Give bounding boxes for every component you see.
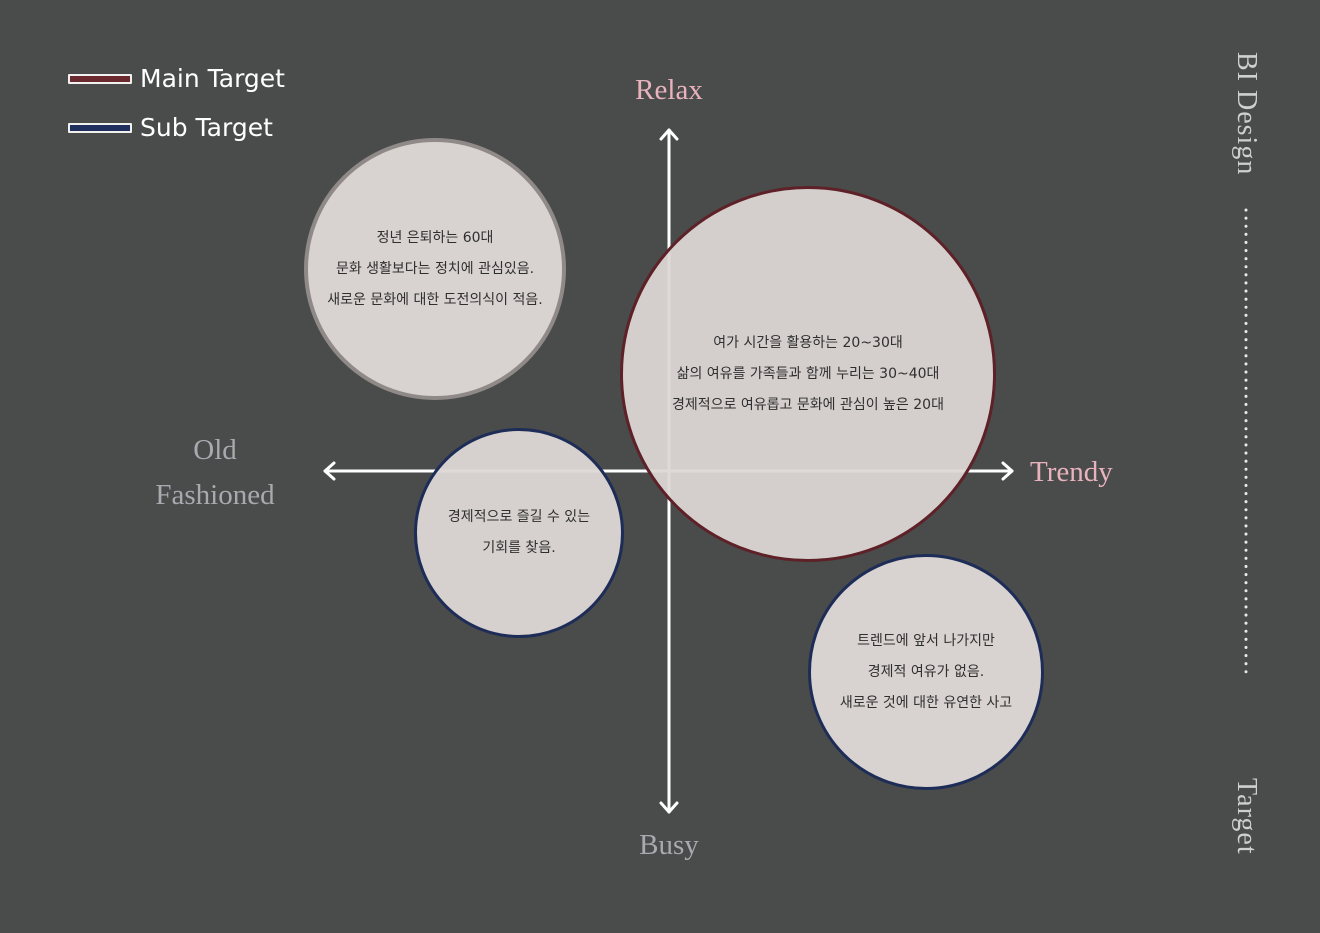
legend-main-target: Main Target (68, 64, 285, 93)
arrow-down-icon (659, 801, 679, 814)
axis-label-old: Old (193, 434, 237, 466)
bubble-main-target: 여가 시간을 활용하는 20~30대 삶의 여유를 가족들과 함께 누리는 30… (620, 186, 996, 562)
arrow-up-icon (659, 128, 679, 141)
bubble-text: 새로운 문화에 대한 도전의식이 적음. (327, 291, 543, 308)
bubble-lower-right: 트렌드에 앞서 나가지만 경제적 여유가 없음. 새로운 것에 대한 유연한 사… (808, 554, 1044, 790)
bubble-text: 정년 은퇴하는 60대 (376, 229, 494, 246)
bubble-text: 문화 생활보다는 정치에 관심있음. (335, 260, 535, 277)
axis-label-old-fashioned: Old Fashioned (130, 428, 300, 518)
bubble-upper-left: 정년 은퇴하는 60대 문화 생활보다는 정치에 관심있음. 새로운 문화에 대… (304, 138, 566, 400)
bubble-text: 경제적으로 여유롭고 문화에 관심이 높은 20대 (672, 396, 944, 413)
legend-main-swatch (68, 73, 132, 84)
bubble-text: 경제적 여유가 없음. (867, 663, 985, 680)
bubble-text: 기회를 찾음. (482, 540, 556, 556)
arrow-left-icon (323, 461, 336, 481)
side-title-target: Target (1231, 778, 1262, 855)
axis-label-relax: Relax (635, 74, 703, 106)
bubble-text: 새로운 것에 대한 유연한 사고 (839, 694, 1013, 711)
bubble-lower-left: 경제적으로 즐길 수 있는 기회를 찾음. (414, 428, 624, 638)
bubble-text: 경제적으로 즐길 수 있는 (447, 509, 591, 525)
legend-sub-label: Sub Target (140, 113, 273, 142)
side-title-bi-design: BI Design (1231, 52, 1262, 176)
bubble-text: 트렌드에 앞서 나가지만 (857, 632, 995, 649)
legend-main-label: Main Target (140, 64, 285, 93)
legend-sub-swatch (68, 122, 132, 133)
dotted-divider (1244, 208, 1248, 680)
legend-sub-target: Sub Target (68, 113, 273, 142)
bubble-text: 삶의 여유를 가족들과 함께 누리는 30~40대 (676, 365, 940, 382)
axis-label-busy: Busy (639, 829, 699, 861)
arrow-right-icon (1001, 461, 1014, 481)
axis-label-fashioned: Fashioned (155, 479, 275, 511)
axis-label-trendy: Trendy (1030, 456, 1113, 488)
bubble-text: 여가 시간을 활용하는 20~30대 (713, 334, 903, 351)
